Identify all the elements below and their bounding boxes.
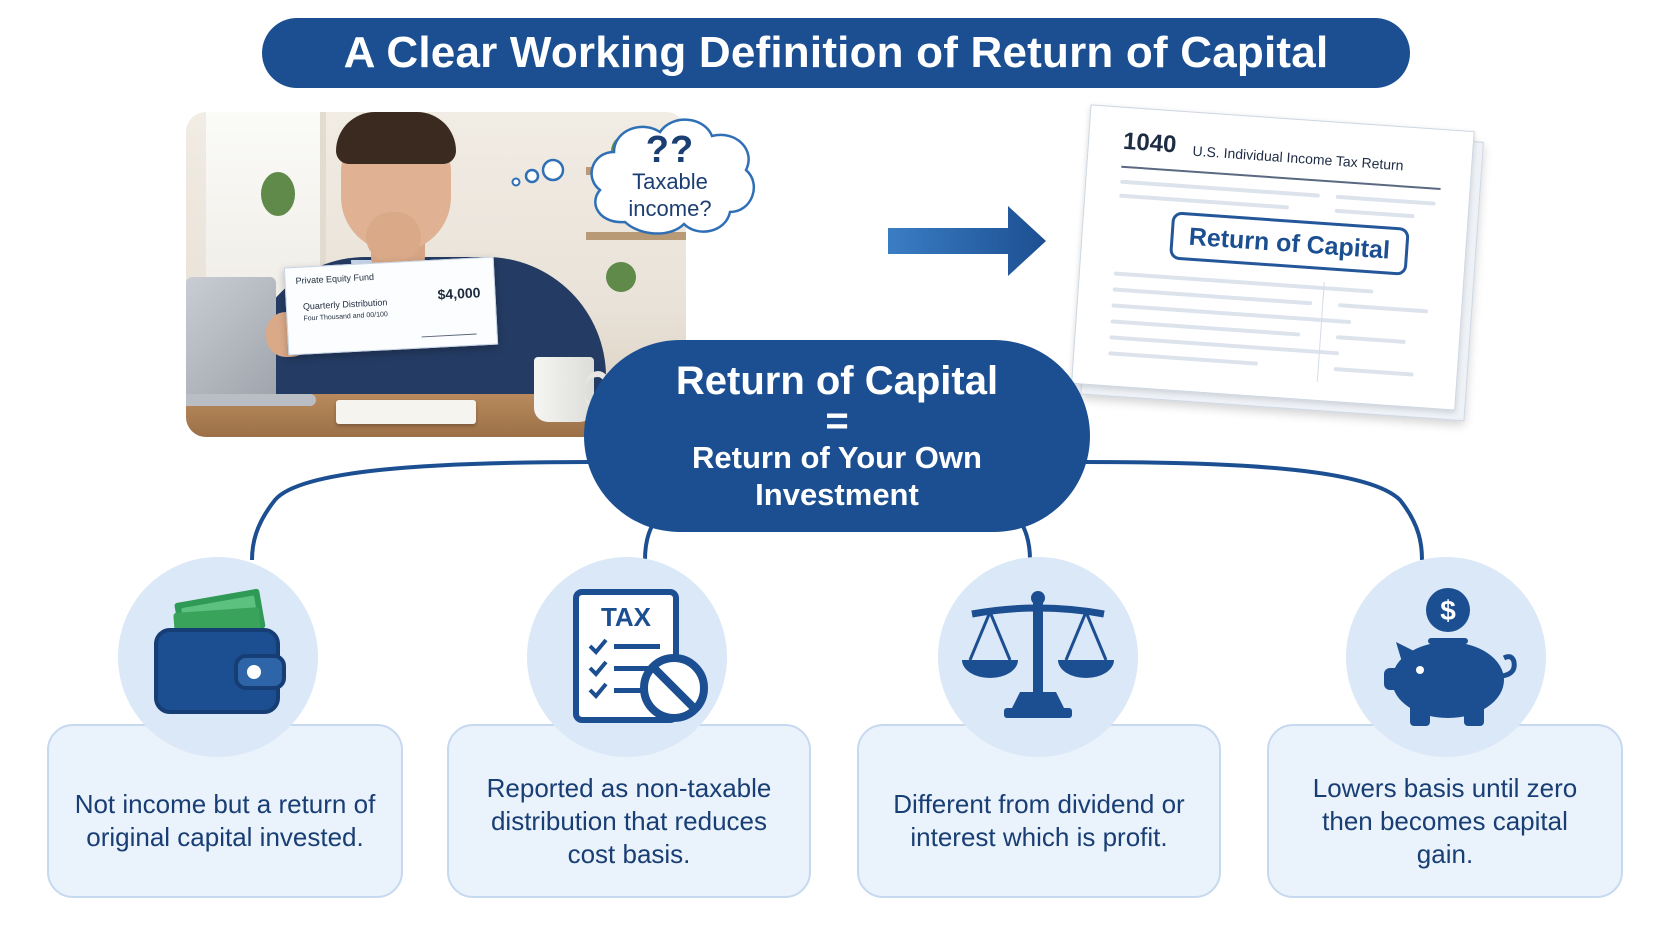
- center-subtitle: Return of Your Own Investment: [692, 440, 982, 512]
- card-text: Different from dividend or interest whic…: [893, 789, 1185, 852]
- center-title: Return of Capital: [675, 359, 999, 403]
- thought-line-2: income?: [628, 196, 712, 221]
- svg-text:$: $: [1440, 595, 1456, 626]
- notebook: [336, 400, 476, 424]
- wallet-icon: [154, 588, 286, 714]
- laptop-base: [186, 394, 316, 406]
- plant: [606, 262, 636, 292]
- card-text: Not income but a return of original capi…: [74, 789, 376, 852]
- card-text: Reported as non-taxable distribution tha…: [486, 772, 772, 869]
- center-definition: Return of Capital = Return of Your Own I…: [584, 340, 1090, 532]
- shelf: [586, 232, 686, 240]
- plant: [261, 172, 295, 216]
- card-text: Lowers basis until zero then becomes cap…: [1312, 772, 1578, 869]
- hair: [336, 112, 456, 164]
- equals-sign: =: [825, 399, 849, 443]
- thought-cloud: [590, 118, 756, 235]
- thought-text: ?? Taxable income?: [580, 117, 760, 237]
- laptop: [186, 277, 276, 402]
- question-marks: ??: [645, 129, 695, 171]
- thought-line-1: Taxable: [632, 169, 708, 194]
- piggy-bank-icon: $: [1384, 588, 1517, 726]
- page-title: A Clear Working Definition of Return of …: [262, 18, 1410, 88]
- balance-scale-icon: [962, 591, 1114, 718]
- svg-text:TAX: TAX: [601, 602, 652, 632]
- right-arrow-icon: [888, 206, 1046, 276]
- hand: [366, 212, 421, 262]
- tax-document-icon: TAX: [573, 589, 708, 723]
- thought-bubbles: [511, 158, 565, 187]
